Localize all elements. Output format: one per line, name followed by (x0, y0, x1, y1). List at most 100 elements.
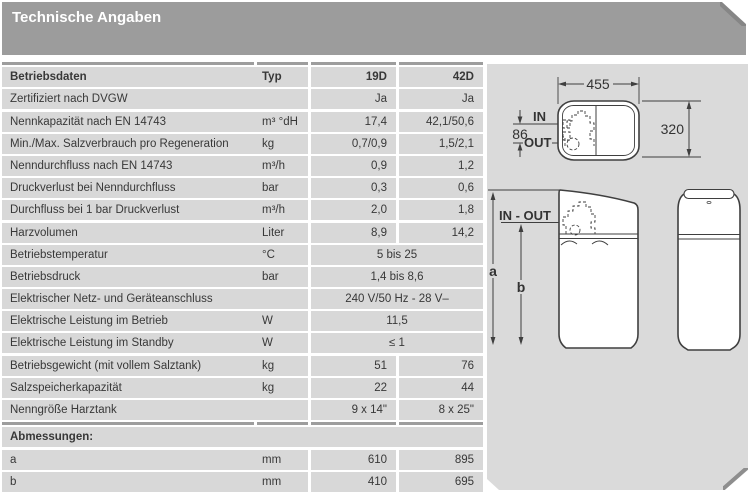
spec-value-42d: Ja (399, 89, 483, 110)
spec-unit: bar (262, 270, 279, 283)
spec-value-19d: 51 (311, 355, 396, 376)
table-divider-top (2, 62, 483, 65)
front-view-lid-latch (707, 202, 711, 204)
in-label: IN (533, 109, 546, 124)
spec-value-19d: 9 x 14" (311, 400, 396, 420)
spec-unit: °C (262, 248, 275, 261)
table-row: Betriebsdruck bar 1,4 bis 8,6 (2, 266, 483, 287)
side-view-arcs (561, 241, 608, 245)
front-view-lid (684, 190, 734, 199)
spec-label-cell: Nenngröße Harztank (2, 400, 308, 420)
page-title: Technische Angaben (12, 9, 162, 26)
spec-label: Zertifiziert nach DVGW (10, 93, 128, 106)
spec-label: Harzvolumen (10, 226, 78, 239)
spec-unit: kg (262, 137, 275, 150)
dim-86-label: 86 (512, 126, 528, 142)
side-view-outline (559, 190, 638, 348)
out-label: OUT (524, 135, 552, 150)
dim-320-label: 320 (661, 121, 685, 137)
spec-value-19d: 2,0 (311, 200, 396, 221)
spec-label-cell: Elektrischer Netz- und Geräteanschluss (2, 289, 308, 310)
spec-unit: Liter (262, 226, 285, 239)
spec-label-cell: Betriebstemperatur°C (2, 244, 308, 265)
dimension-diagram: 455 320 86 IN OUT IN - OUT a b (487, 64, 748, 490)
spec-label: Elektrische Leistung im Standby (10, 337, 174, 350)
spec-value-42d: 76 (399, 355, 483, 376)
spec-value-42d: 0,6 (399, 178, 483, 199)
dim-b-lines (519, 224, 524, 345)
spec-value-19d: 0,3 (311, 178, 396, 199)
table-row: Min./Max. Salzverbrauch pro Regeneration… (2, 133, 483, 154)
spec-value-42d: 1,5/2,1 (399, 133, 483, 154)
section-title-bar: Technische Angaben (2, 2, 746, 55)
spec-value-19d: 410 (311, 471, 396, 492)
spec-value-19d: Ja (311, 89, 396, 110)
spec-label: Nenndurchfluss nach EN 14743 (10, 159, 173, 172)
header-label: Betriebsdaten (10, 71, 87, 84)
spec-value-merged: 1,4 bis 8,6 (311, 266, 483, 287)
front-view-band (678, 235, 740, 240)
spec-value-42d: 895 (399, 449, 483, 470)
spec-label-cell: Nenndurchfluss nach EN 14743 m³/h (2, 155, 308, 176)
spec-label: Betriebsdruck (10, 270, 81, 283)
dimensions-header: Abmessungen: (2, 427, 483, 448)
spec-unit: kg (262, 381, 275, 394)
spec-label: Betriebsgewicht (mit vollem Salztank) (10, 359, 202, 372)
header-unit: Typ (262, 71, 282, 84)
spec-value-merged: ≤ 1 (311, 333, 483, 354)
spec-unit: bar (262, 182, 279, 195)
spec-label: Nenngröße Harztank (10, 404, 117, 416)
spec-value-19d: 22 (311, 377, 396, 398)
spec-label: b (10, 475, 17, 488)
spec-unit: m³/h (262, 159, 285, 172)
table-divider-dimensions (2, 422, 483, 426)
dim-455-label: 455 (586, 76, 610, 92)
top-view-outline (558, 101, 639, 160)
dim-a-lines (488, 190, 560, 345)
spec-label-cell: Min./Max. Salzverbrauch pro Regeneration… (2, 133, 308, 154)
spec-label: Elektrische Leistung im Betrieb (10, 315, 168, 328)
spec-value-42d: 44 (399, 377, 483, 398)
spec-value-19d: 0,7/0,9 (311, 133, 396, 154)
spec-value-19d: 8,9 (311, 222, 396, 243)
dim-a-label: a (489, 263, 497, 279)
header-col-19d: 19D (311, 67, 396, 88)
inout-label: IN - OUT (499, 208, 551, 223)
dimension-diagram-panel: 455 320 86 IN OUT IN - OUT a b (487, 64, 748, 490)
spec-label-cell: Betriebsgewicht (mit vollem Salztank)kg (2, 355, 308, 376)
table-header-row: Betriebsdaten Typ 19D 42D (2, 67, 483, 88)
spec-value-19d: 610 (311, 449, 396, 470)
table-row: Elektrischer Netz- und Geräteanschluss 24… (2, 289, 483, 310)
valve-outline-side (563, 202, 595, 235)
spec-value-merged: 240 V/50 Hz - 28 V– (311, 289, 483, 310)
spec-label: Elektrischer Netz- und Geräteanschluss (10, 293, 213, 306)
spec-label-cell: Zertifiziert nach DVGW (2, 89, 308, 110)
spec-value-19d: 0,9 (311, 155, 396, 176)
spec-unit: mm (262, 453, 282, 466)
spec-value-merged: 11,5 (311, 311, 483, 332)
spec-unit: m³/h (262, 204, 285, 217)
dim-b-label: b (517, 279, 526, 295)
corner-fold-decoration (720, 2, 746, 26)
